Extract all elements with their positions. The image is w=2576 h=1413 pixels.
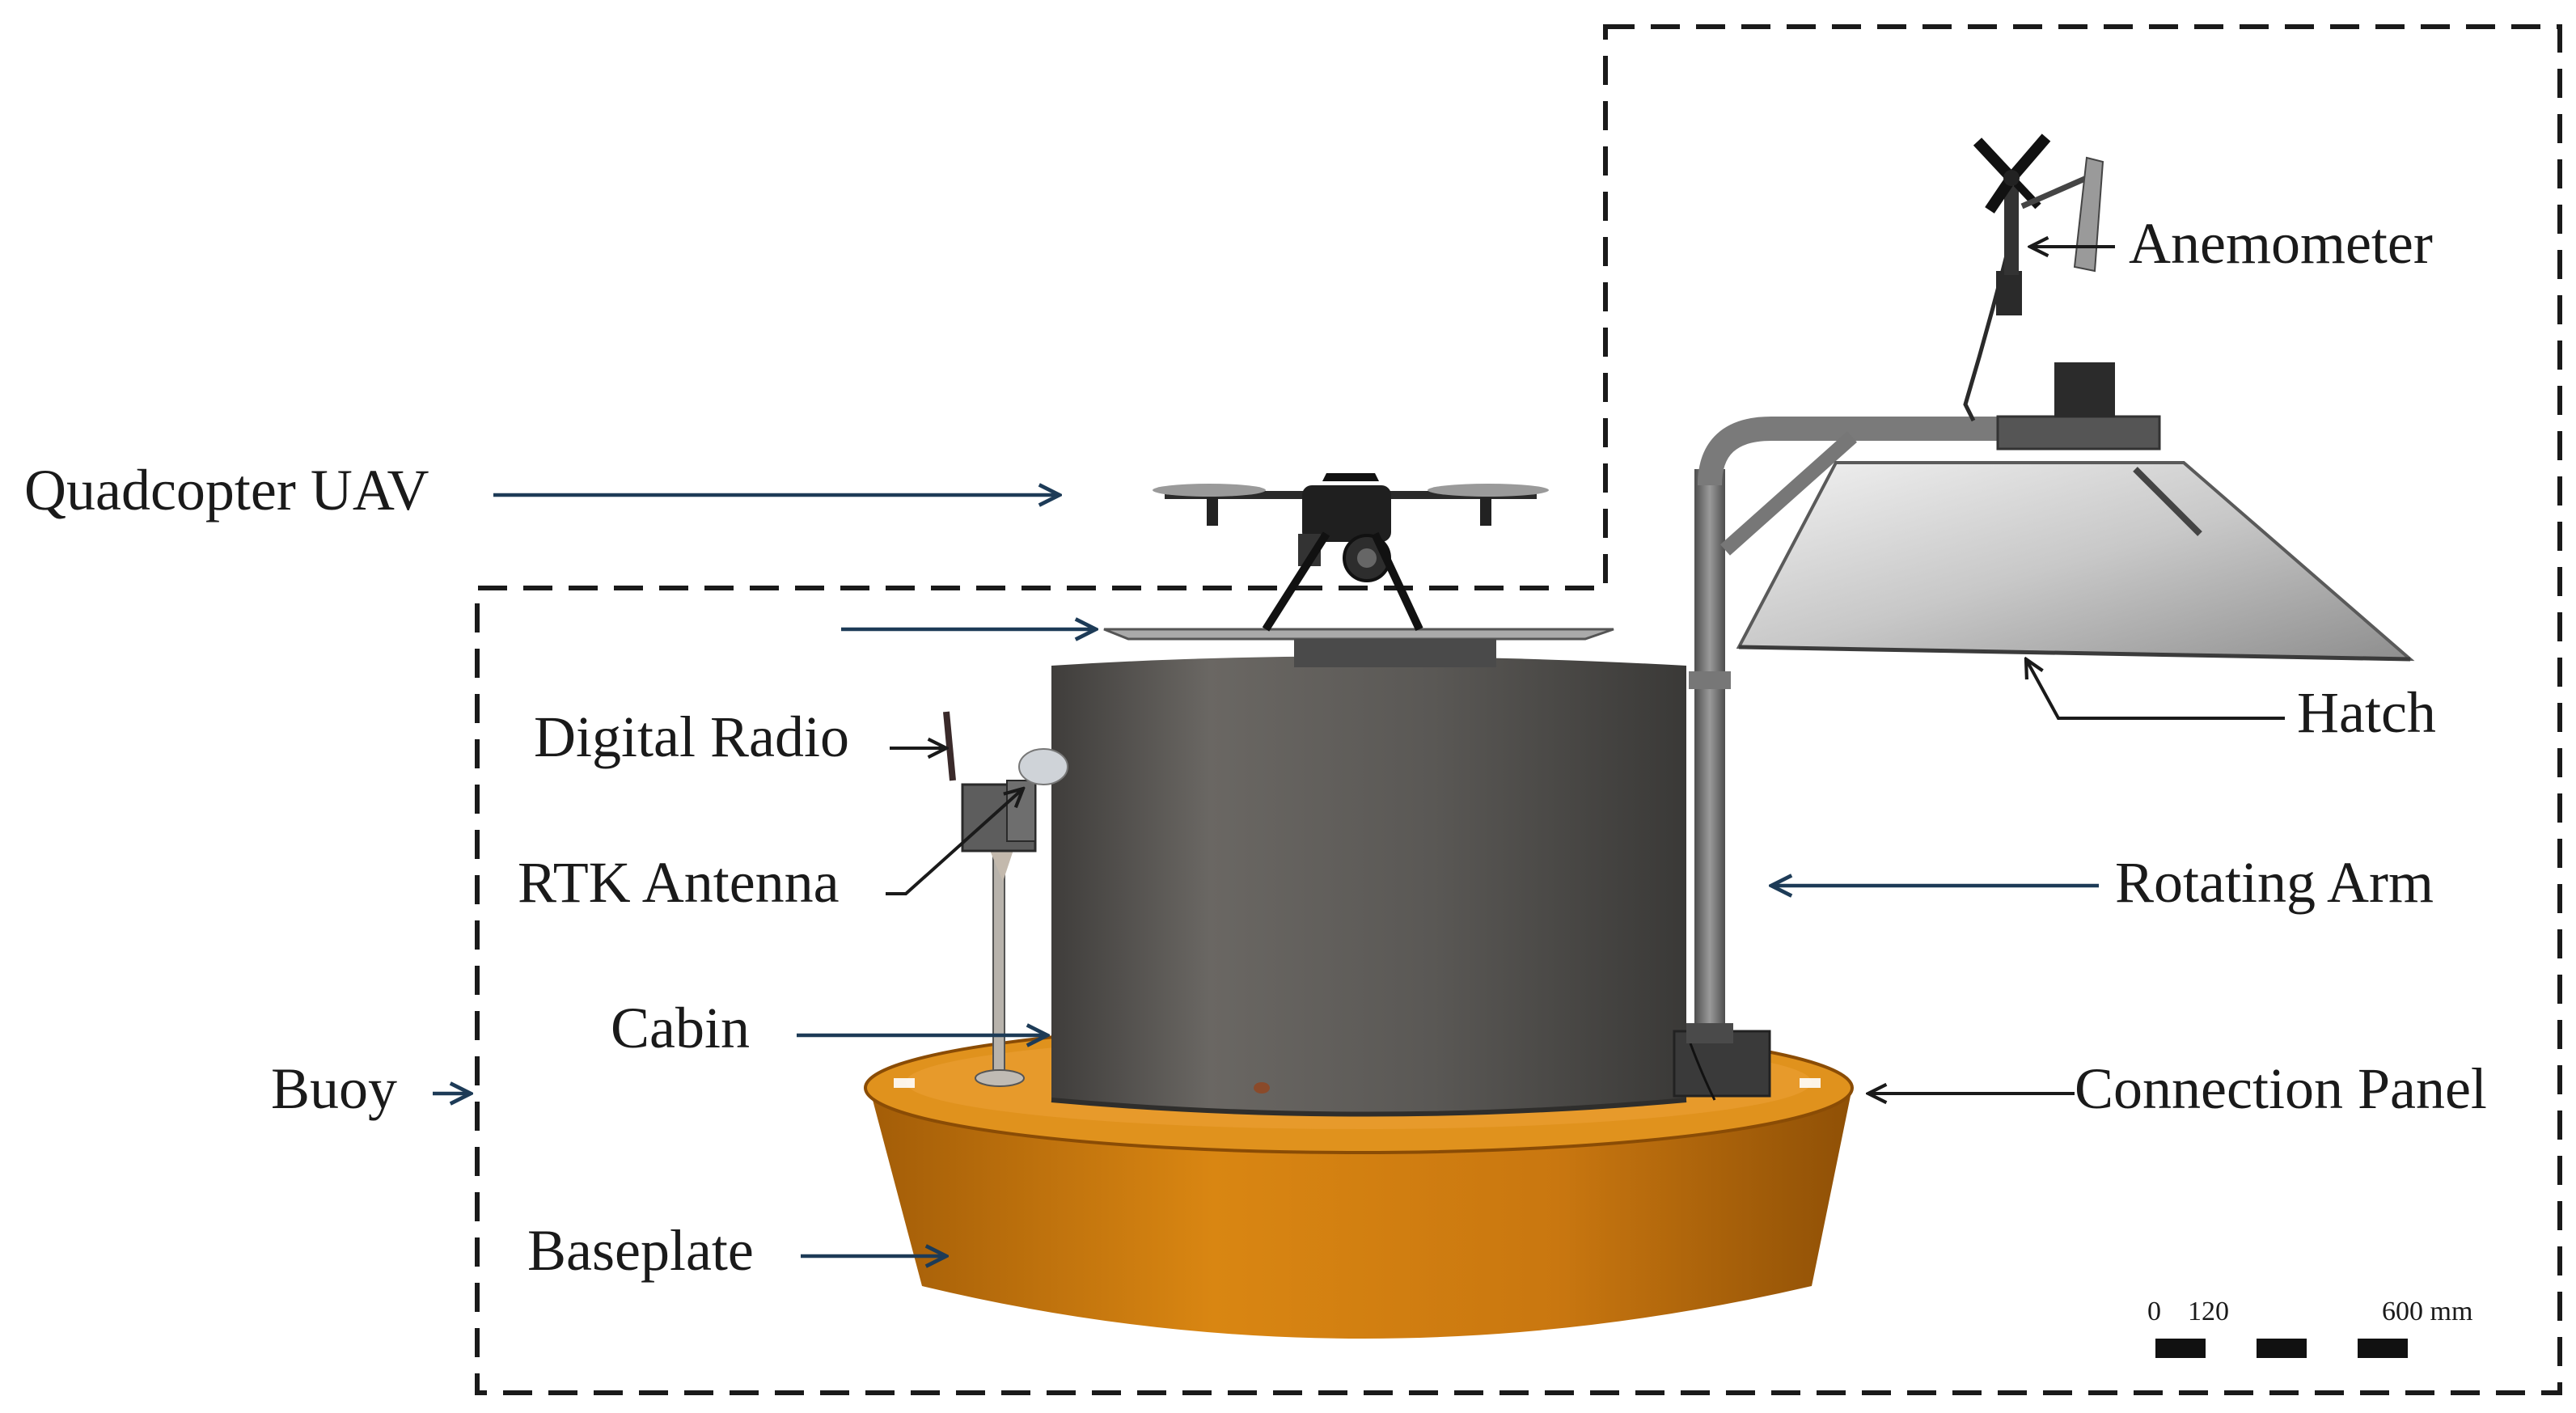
scale-bar: 0 120 600 mm	[2147, 1297, 2472, 1358]
label-rtk-antenna: RTK Antenna	[518, 850, 840, 915]
arrow-rtk-antenna	[886, 789, 1023, 895]
scale-segment-3	[2358, 1339, 2408, 1358]
scale-tick-120: 120	[2188, 1297, 2229, 1326]
uav-subsystem-boundary	[475, 24, 2562, 1395]
scale-segment-1	[2155, 1339, 2206, 1358]
label-buoy: Buoy	[271, 1056, 397, 1121]
hatch-cone	[1736, 461, 2415, 662]
label-quadcopter-uav: Quadcopter UAV	[24, 458, 429, 522]
label-digital-radio: Digital Radio	[534, 704, 849, 769]
label-baseplate: Baseplate	[527, 1218, 754, 1283]
cabin-cylinder	[1051, 656, 1686, 1115]
rtk-antenna-dome	[1018, 748, 1068, 785]
label-rotating-arm: Rotating Arm	[2115, 850, 2434, 915]
rotating-arm-pole	[1694, 469, 1725, 1039]
quadcopter-uav	[1153, 473, 1549, 632]
label-hatch: Hatch	[2297, 680, 2436, 745]
digital-radio-antenna	[943, 711, 956, 781]
scale-tick-600: 600 mm	[2382, 1297, 2472, 1326]
buoy-hull	[869, 1088, 1852, 1339]
buoy-illustration	[864, 628, 1854, 1339]
anemometer-device	[1963, 133, 2104, 422]
arrow-hatch	[2026, 659, 2285, 720]
label-connection-panel: Connection Panel	[2075, 1056, 2487, 1121]
uav-body	[1302, 485, 1391, 542]
landing-platform	[1103, 628, 1614, 641]
rotating-arm-elbow	[1698, 417, 2151, 486]
scale-segment-2	[2257, 1339, 2307, 1358]
label-cabin: Cabin	[611, 996, 750, 1060]
rotating-arm-assembly	[1686, 362, 2415, 1043]
scale-tick-0: 0	[2147, 1297, 2161, 1326]
label-anemometer: Anemometer	[2129, 211, 2433, 276]
